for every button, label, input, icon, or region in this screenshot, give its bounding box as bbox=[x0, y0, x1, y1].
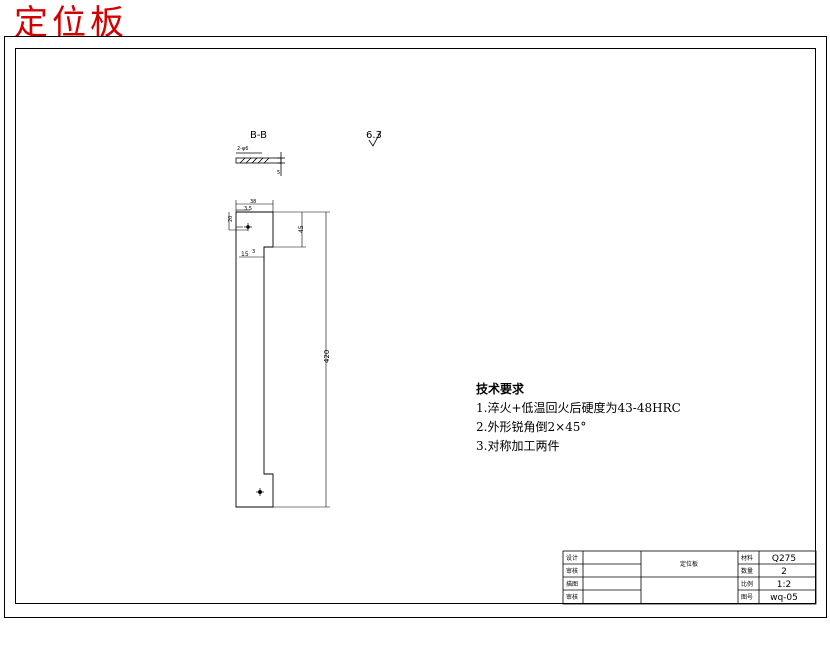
hole-center-bottom bbox=[256, 488, 264, 496]
step-width-dimension: 15 bbox=[241, 251, 249, 258]
title-block-label-tracing: 描图 bbox=[566, 580, 578, 588]
drawing-border bbox=[15, 48, 816, 604]
part-outline bbox=[235, 211, 274, 508]
title-block-quantity: 2 bbox=[781, 567, 787, 577]
section-label: B-B bbox=[250, 130, 267, 141]
title-block-drawing-no-label: 图号 bbox=[741, 594, 753, 601]
title-block-drawing-no: wq-05 bbox=[770, 593, 798, 603]
surface-finish-value: 6.3 bbox=[366, 130, 382, 141]
title-block-part-name: 定位板 bbox=[680, 560, 698, 568]
drawing-title: 定位板 bbox=[14, 3, 128, 43]
technical-requirement-item: 3.对称加工两件 bbox=[476, 439, 560, 453]
width-dimension: 38 bbox=[250, 199, 256, 205]
technical-requirements: 技术要求 1.淬火+低温回火后硬度为43-48HRC 2.外形锐角倒2×45° … bbox=[476, 380, 681, 456]
offset-dimension-b: 20 bbox=[228, 216, 234, 222]
title-block bbox=[562, 550, 817, 605]
title-block-label-design: 设计 bbox=[566, 554, 578, 562]
title-block-label-check: 审核 bbox=[566, 593, 578, 601]
title-block-scale-label: 比例 bbox=[741, 580, 753, 588]
technical-requirement-item: 1.淬火+低温回火后硬度为43-48HRC bbox=[476, 401, 681, 415]
total-length-dimension: 420 bbox=[323, 350, 331, 363]
title-block-material-label: 材料 bbox=[741, 554, 753, 562]
title-block-quantity-label: 数量 bbox=[741, 567, 753, 575]
hole-center-top bbox=[244, 223, 252, 231]
title-block-scale: 1:2 bbox=[777, 580, 791, 590]
step-height-dimension: 45 bbox=[298, 225, 305, 233]
step-chamfer-dimension: 3 bbox=[252, 249, 255, 255]
dimension-lines bbox=[228, 200, 330, 508]
title-block-label-review: 审核 bbox=[566, 567, 578, 575]
technical-requirement-item: 2.外形锐角倒2×45° bbox=[476, 420, 587, 434]
surface-finish-icon bbox=[368, 130, 382, 147]
outer-frame bbox=[4, 36, 827, 618]
section-view bbox=[235, 152, 285, 176]
hole-callout: 2-φ6 bbox=[237, 146, 248, 152]
thickness-dimension: 5 bbox=[277, 170, 280, 176]
title-block-material: Q275 bbox=[772, 554, 796, 564]
offset-dimension-a: 3.5 bbox=[244, 206, 252, 212]
technical-requirements-heading: 技术要求 bbox=[476, 382, 525, 396]
